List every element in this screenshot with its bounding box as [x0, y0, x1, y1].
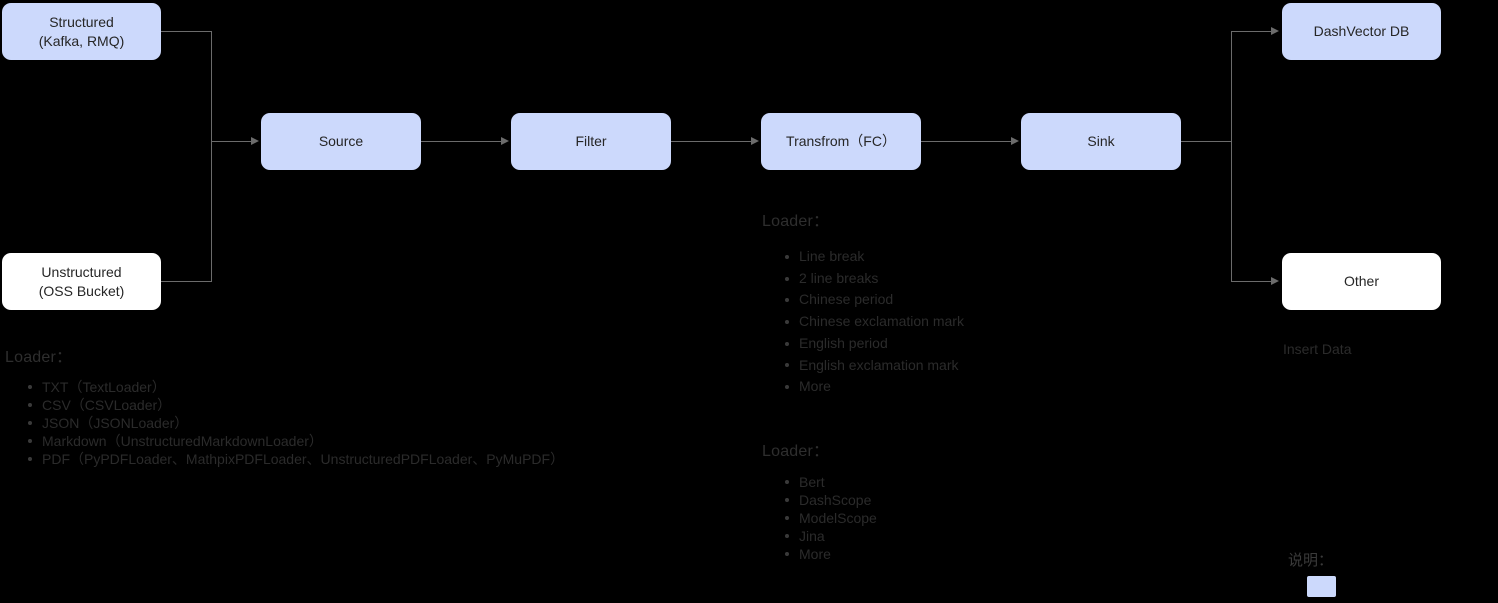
- node-dashvector-db-label: DashVector DB: [1313, 23, 1410, 40]
- list-item: TXT（TextLoader）: [25, 378, 564, 396]
- node-filter[interactable]: Filter: [511, 113, 671, 170]
- list-item: More: [782, 376, 964, 398]
- node-dashvector-db[interactable]: DashVector DB: [1282, 3, 1441, 60]
- node-sink-label: Sink: [1087, 133, 1115, 150]
- node-filter-label: Filter: [575, 133, 607, 150]
- node-unstructured-label: Unstructured (OSS Bucket): [38, 263, 125, 299]
- list-item: Chinese exclamation mark: [782, 311, 964, 333]
- node-structured[interactable]: Structured (Kafka, RMQ): [2, 3, 161, 60]
- loader-left-heading: Loader：: [5, 349, 73, 366]
- edge-split-to-other: [1231, 281, 1273, 282]
- list-item: 2 line breaks: [782, 268, 964, 290]
- node-source[interactable]: Source: [261, 113, 421, 170]
- arrowhead-into-transform: [751, 137, 759, 145]
- list-item: More: [782, 545, 877, 563]
- list-item: JSON（JSONLoader）: [25, 414, 564, 432]
- legend-title: 说明：: [1288, 552, 1334, 569]
- edge-left-bus-vertical: [211, 31, 212, 282]
- edge-unstructured-to-bus: [161, 281, 212, 282]
- edge-label-insert-data: Insert Data: [1283, 341, 1352, 357]
- list-item: English period: [782, 333, 964, 355]
- loader-middle-top-heading: Loader：: [762, 213, 830, 230]
- edge-source-to-filter: [421, 141, 503, 142]
- arrowhead-into-filter: [501, 137, 509, 145]
- list-item: English exclamation mark: [782, 355, 964, 377]
- arrowhead-into-other: [1271, 277, 1279, 285]
- edge-filter-to-transform: [671, 141, 753, 142]
- loader-middle-bottom-heading: Loader：: [762, 443, 830, 460]
- list-item: Line break: [782, 246, 964, 268]
- node-transform[interactable]: Transfrom（FC）: [761, 113, 921, 170]
- edge-right-split-vertical: [1231, 31, 1232, 282]
- node-transform-label: Transfrom（FC）: [786, 133, 896, 150]
- list-item: Chinese period: [782, 289, 964, 311]
- list-item: Jina: [782, 527, 877, 545]
- node-other-label: Other: [1343, 273, 1379, 290]
- arrowhead-into-sink: [1011, 137, 1019, 145]
- list-item: CSV（CSVLoader）: [25, 396, 564, 414]
- loader-middle-bottom-list: Bert DashScope ModelScope Jina More: [782, 473, 877, 563]
- list-item: Markdown（UnstructuredMarkdownLoader）: [25, 432, 564, 450]
- node-other[interactable]: Other: [1282, 253, 1441, 310]
- loader-left-list: TXT（TextLoader） CSV（CSVLoader） JSON（JSON…: [25, 378, 564, 468]
- edge-split-to-dashvector: [1231, 31, 1273, 32]
- node-sink[interactable]: Sink: [1021, 113, 1181, 170]
- legend-color-swatch: [1307, 576, 1336, 597]
- edge-transform-to-sink: [921, 141, 1013, 142]
- list-item: ModelScope: [782, 509, 877, 527]
- arrowhead-into-dashvector-db: [1271, 27, 1279, 35]
- edge-sink-to-split: [1181, 141, 1232, 142]
- list-item: PDF（PyPDFLoader、MathpixPDFLoader、Unstruc…: [25, 450, 564, 468]
- list-item: DashScope: [782, 491, 877, 509]
- loader-middle-top-list: Line break 2 line breaks Chinese period …: [782, 246, 964, 398]
- list-item: Bert: [782, 473, 877, 491]
- node-structured-label: Structured (Kafka, RMQ): [38, 13, 125, 49]
- edge-structured-to-bus: [161, 31, 212, 32]
- edge-bus-to-source: [211, 141, 253, 142]
- node-unstructured[interactable]: Unstructured (OSS Bucket): [2, 253, 161, 310]
- arrowhead-into-source: [251, 137, 259, 145]
- node-source-label: Source: [318, 133, 364, 150]
